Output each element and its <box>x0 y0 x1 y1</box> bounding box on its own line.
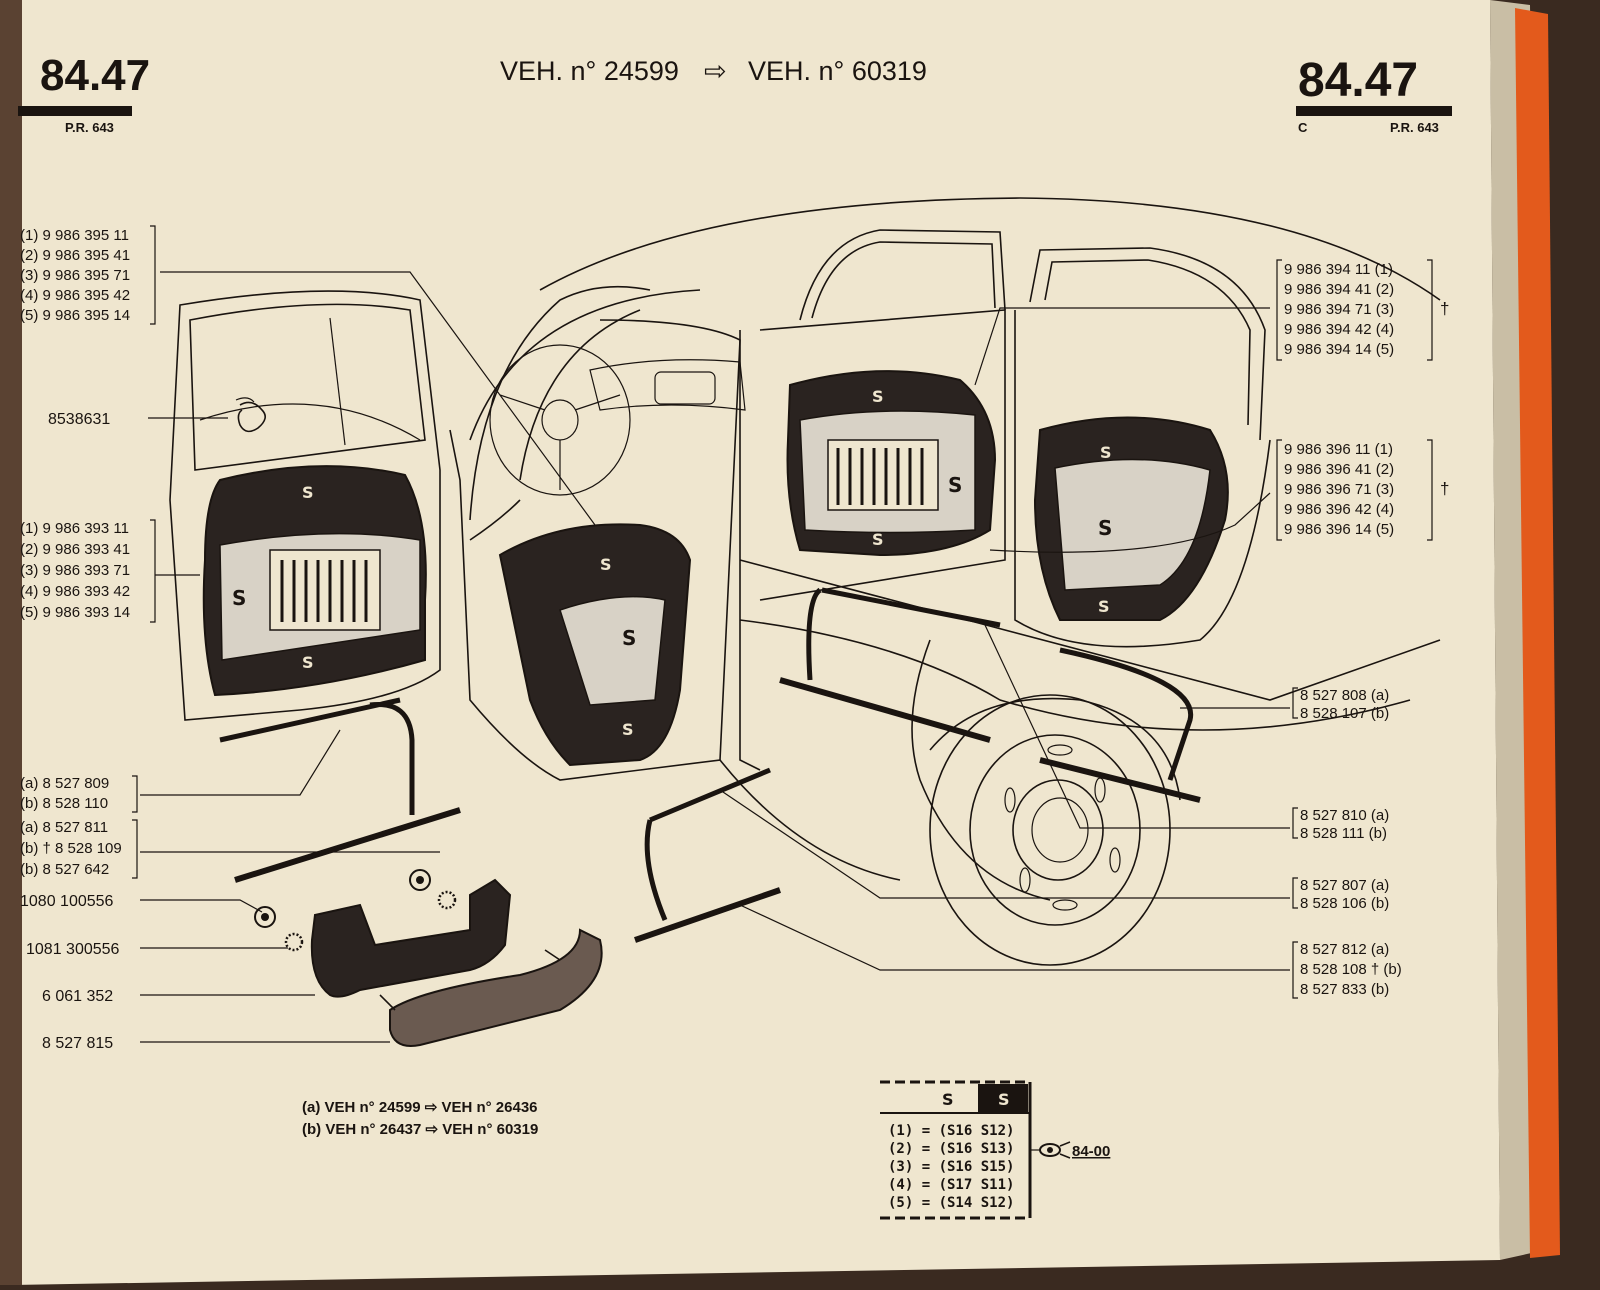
label-r6-2: 8 528 108 † (b) <box>1300 961 1402 978</box>
door-pocket-slats-left <box>280 560 368 622</box>
label-r2-3: 9 986 396 71 (3) <box>1284 481 1394 498</box>
label-r2-1: 9 986 396 11 (1) <box>1284 441 1393 458</box>
color-code-table: S S (1) = (S16 S12) (2) = (S16 S13) (3) … <box>880 1080 1110 1220</box>
label-r2-4: 9 986 396 42 (4) <box>1284 501 1394 518</box>
right-header-bar <box>1296 106 1452 116</box>
label-l1-5: (5) 9 986 395 14 <box>20 307 130 324</box>
panel-letter-bottom-rear: S <box>872 530 884 549</box>
label-r2-2: 9 986 396 41 (2) <box>1284 461 1394 478</box>
label-r2-5: 9 986 396 14 (5) <box>1284 521 1394 538</box>
label-washer: 1081 300556 <box>26 941 120 958</box>
label-badge: 8538631 <box>48 411 110 428</box>
title-from: VEH. n° 24599 <box>500 56 679 86</box>
label-l1-4: (4) 9 986 395 42 <box>20 287 130 304</box>
label-r1-2: 9 986 394 41 (2) <box>1284 281 1394 298</box>
panel-letter-top-left: S <box>302 483 314 502</box>
label-bracket: 6 061 352 <box>42 988 113 1005</box>
table-reference: 84-00 <box>1072 1143 1110 1160</box>
label-r3-1: 8 527 808 (a) <box>1300 687 1389 704</box>
label-l2-4: (4) 9 986 393 42 <box>20 583 130 600</box>
label-r1-dagger: † <box>1440 299 1449 318</box>
panel-letter-top-rear: S <box>872 387 884 406</box>
label-r4-2: 8 528 111 (b) <box>1300 825 1387 842</box>
eye-icon <box>1039 1141 1071 1159</box>
panel-letter-bottom-quarter: S <box>1098 597 1110 616</box>
label-l2-5: (5) 9 986 393 14 <box>20 604 130 621</box>
label-l4-2: (b) † 8 528 109 <box>20 840 122 857</box>
label-l1-3: (3) 9 986 395 71 <box>20 267 130 284</box>
label-r5-1: 8 527 807 (a) <box>1300 877 1389 894</box>
rear-door-panel: S S S <box>786 370 997 557</box>
label-l1-2: (2) 9 986 395 41 <box>20 247 130 264</box>
label-r4-1: 8 527 810 (a) <box>1300 807 1389 824</box>
door-pocket-slats-rear <box>836 448 924 505</box>
front-left-door: S S S <box>169 290 441 721</box>
label-l2-2: (2) 9 986 393 41 <box>20 541 130 558</box>
label-nut: 1080 100556 <box>20 893 114 910</box>
left-header-bar <box>18 106 132 116</box>
table-row-1: (1) = (S16 S12) <box>888 1123 1014 1139</box>
panel-letter-mid-center: S <box>622 626 636 650</box>
table-col-s-light: S <box>942 1090 954 1109</box>
label-r6-3: 8 527 833 (b) <box>1300 981 1389 998</box>
label-l4-1: (a) 8 527 811 <box>20 819 108 836</box>
title-to: VEH. n° 60319 <box>748 56 927 86</box>
label-handle: 8 527 815 <box>42 1035 113 1052</box>
vehicle-range-legend: (a) VEH n° 24599 ⇨ VEH n° 26436 (b) VEH … <box>302 1099 538 1138</box>
label-l3-2: (b) 8 528 110 <box>20 795 108 812</box>
label-r1-5: 9 986 394 14 (5) <box>1284 341 1394 358</box>
label-r1-3: 9 986 394 71 (3) <box>1284 301 1394 318</box>
table-row-3: (3) = (S16 S15) <box>888 1159 1014 1175</box>
page-number-right: 84.47 <box>1298 54 1418 107</box>
pr-right: P.R. 643 <box>1390 120 1439 135</box>
label-r1-4: 9 986 394 42 (4) <box>1284 321 1394 338</box>
legend-line-a: (a) VEH n° 24599 ⇨ VEH n° 26436 <box>302 1099 538 1116</box>
rear-quarter-panel: S S S <box>1033 416 1229 621</box>
label-r5-2: 8 528 106 (b) <box>1300 895 1389 912</box>
assist-handle-group <box>254 869 603 1047</box>
label-l4-3: (b) 8 527 642 <box>20 861 109 878</box>
label-l2-3: (3) 9 986 393 71 <box>20 562 130 579</box>
left-part-labels: (1) 9 986 395 11 (2) 9 986 395 41 (3) 9 … <box>20 225 156 1052</box>
table-row-2: (2) = (S16 S13) <box>888 1141 1014 1157</box>
label-l3-1: (a) 8 527 809 <box>20 775 109 792</box>
orange-page-edge <box>1515 8 1560 1258</box>
page-letter-right: C <box>1298 120 1308 135</box>
panel-letter-mid-rear: S <box>948 473 962 497</box>
title-arrow: ⇨ <box>704 56 727 86</box>
front-right-door-panel: S S S <box>498 523 692 767</box>
label-l1-1: (1) 9 986 395 11 <box>20 227 129 244</box>
table-row-5: (5) = (S14 S12) <box>888 1195 1014 1211</box>
panel-letter-mid-quarter: S <box>1098 516 1112 540</box>
leader-lines <box>140 271 1290 1043</box>
table-col-s-dark: S <box>998 1090 1010 1109</box>
pr-left: P.R. 643 <box>65 120 114 135</box>
label-r6-1: 8 527 812 (a) <box>1300 941 1389 958</box>
page-number-left: 84.47 <box>40 51 150 100</box>
panel-letter-bottom-left: S <box>302 653 314 672</box>
legend-line-b: (b) VEH n° 26437 ⇨ VEH n° 60319 <box>302 1121 538 1138</box>
panel-letter-top-center: S <box>600 555 612 574</box>
label-r1-1: 9 986 394 11 (1) <box>1284 261 1393 278</box>
right-part-labels: 9 986 394 11 (1) 9 986 394 41 (2) 9 986 … <box>1276 259 1449 999</box>
label-r3-2: 8 528 107 (b) <box>1300 705 1389 722</box>
left-page-edge <box>0 0 22 1285</box>
trim-strips <box>219 587 1201 943</box>
car-illustration: S S S S S S S S S <box>169 197 1441 1047</box>
panel-letter-top-quarter: S <box>1100 443 1112 462</box>
panel-letter-bottom-center: S <box>622 720 634 739</box>
panel-letter-mid-left: S <box>232 586 246 610</box>
label-l2-1: (1) 9 986 393 11 <box>20 520 129 537</box>
table-row-4: (4) = (S17 S11) <box>888 1177 1014 1193</box>
label-r2-dagger: † <box>1440 479 1449 498</box>
